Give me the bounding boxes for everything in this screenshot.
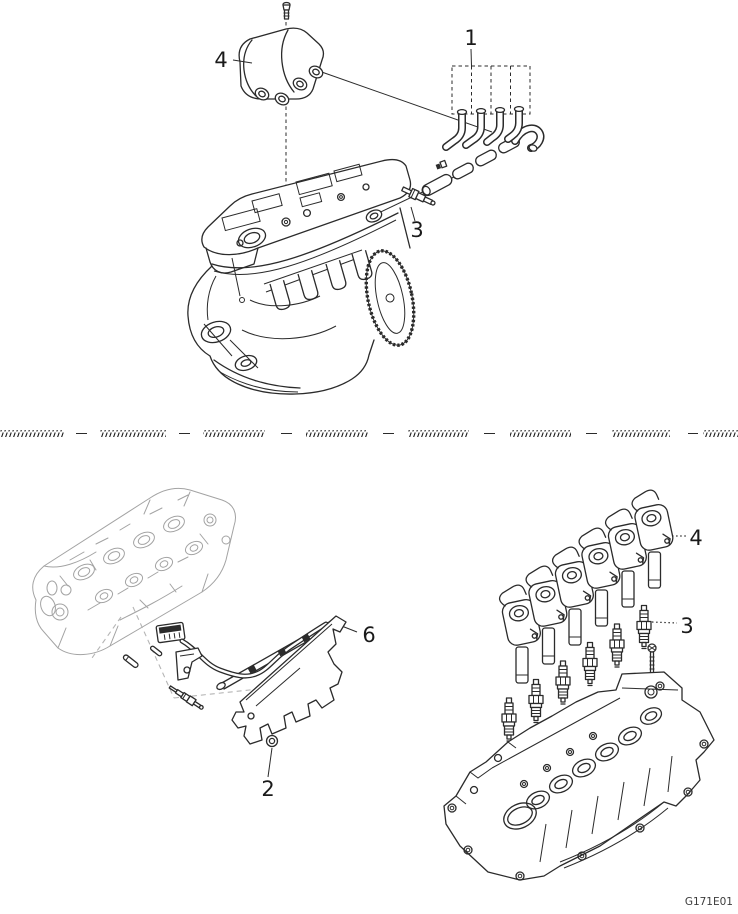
wire-clip-icon — [435, 159, 448, 170]
coil-mounting-screw-icon — [282, 1, 291, 20]
callout-label-3-bottom: 3 — [680, 614, 693, 638]
wire-boots — [442, 105, 525, 151]
cover-bolt — [647, 643, 657, 675]
harness-bracket — [175, 647, 203, 681]
callout-coil-pack-top: 4 — [214, 48, 253, 72]
valve-cover — [443, 671, 715, 881]
callout-label-4-bottom: 4 — [689, 526, 702, 550]
harness-connector — [155, 621, 186, 644]
flywheel — [364, 249, 416, 347]
callout-nut: 2 — [261, 747, 275, 801]
top-assembly: 4 — [187, 1, 545, 395]
spark-plug-wire-set: 1 — [421, 26, 545, 197]
bottom-left-assembly: 6 — [32, 487, 376, 801]
callout-label-3-top: 3 — [410, 218, 423, 242]
flange-nut: 2 — [261, 734, 279, 801]
callout-label-4-top: 4 — [214, 48, 227, 72]
callout-coils-bottom: 4 — [672, 526, 703, 550]
ignition-coils: 4 — [496, 486, 703, 684]
ignition-coil-pack — [238, 27, 325, 106]
callout-wire-set: 1 — [464, 26, 478, 67]
callout-label-2: 2 — [261, 777, 274, 801]
dowel-pins — [122, 645, 163, 669]
section-divider — [0, 430, 738, 437]
cylinder-head — [32, 487, 236, 655]
glow-plug — [168, 685, 204, 710]
callout-label-6: 6 — [362, 623, 375, 647]
spark-plug-top: 3 — [401, 186, 436, 242]
figure-code: G171E01 — [685, 896, 733, 908]
cover-bolt-holes — [447, 681, 709, 881]
spark-plugs: 3 — [501, 604, 694, 742]
callout-spark-plug-top: 3 — [410, 206, 424, 242]
heat-shield — [231, 615, 347, 745]
callout-plugs-bottom: 3 — [651, 614, 694, 638]
bottom-right-assembly: 4 3 — [443, 486, 715, 881]
callout-label-1: 1 — [464, 26, 477, 50]
engine-assembly — [187, 159, 416, 395]
